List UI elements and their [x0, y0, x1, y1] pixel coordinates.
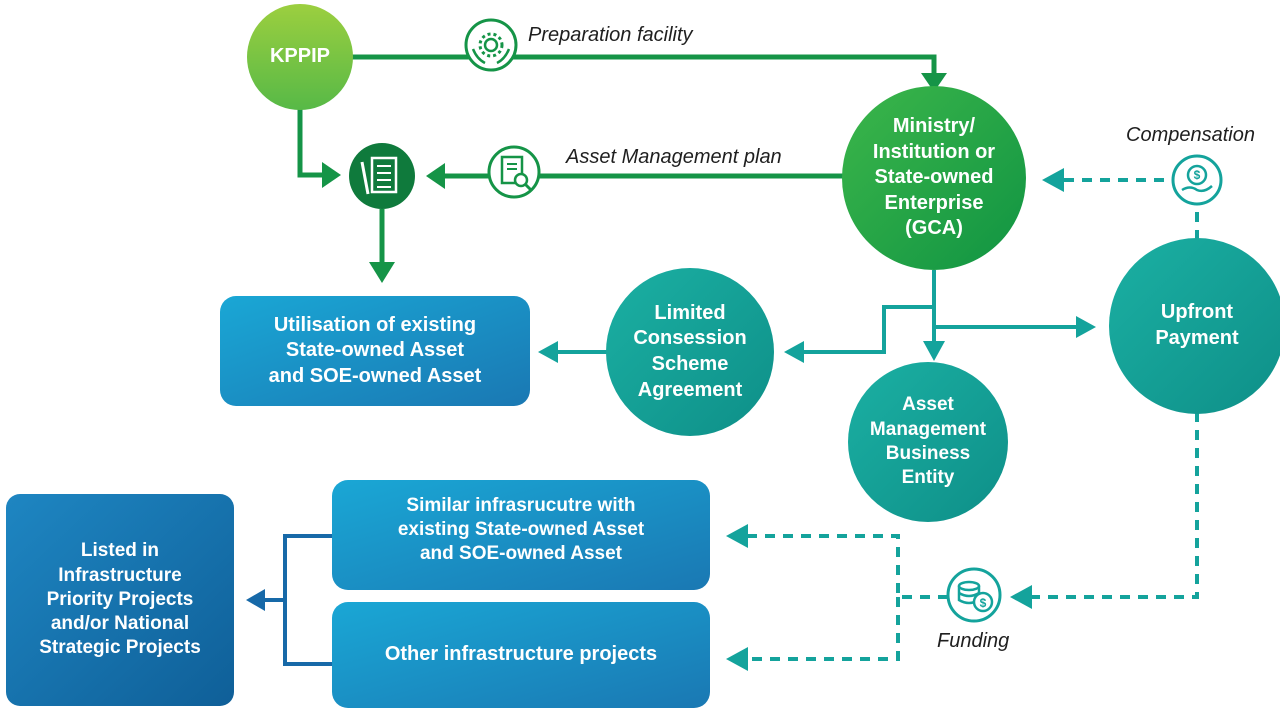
arrow-funding — [1010, 585, 1032, 609]
ambe-circle — [848, 362, 1008, 522]
lcs-circle — [606, 268, 774, 436]
edge-funding-projects — [745, 534, 948, 661]
similar-box — [332, 480, 710, 590]
other-node: Other infrastructure projects — [384, 643, 658, 666]
arrow-to-other — [726, 647, 748, 671]
arrow-compensation — [1042, 168, 1064, 192]
preparation-label: Preparation facility — [528, 24, 693, 46]
checklist-pencil-icon — [349, 143, 415, 209]
hands-gear-icon — [464, 18, 518, 72]
lcs-node: Limited Consession Scheme Agreement — [633, 301, 747, 401]
ambe-node: Asset Management Business Entity — [869, 394, 987, 489]
funding-label: Funding — [937, 630, 1010, 652]
upfront-circle — [1109, 238, 1280, 414]
kppip-node: KPPIP — [269, 45, 331, 68]
utilisation-box — [220, 296, 530, 406]
arrow-to-listed — [246, 589, 265, 611]
svg-text:$: $ — [980, 596, 987, 610]
asset-plan-label: Asset Management plan — [566, 146, 782, 168]
gca-node: Ministry/ Institution or State-owned Ent… — [872, 115, 996, 240]
other-box — [332, 602, 710, 708]
hand-dollar-icon: $ — [1171, 154, 1223, 206]
utilisation-node: Utilisation of existing State-owned Asse… — [268, 313, 482, 387]
edge-gca-branches — [784, 270, 1096, 363]
upfront-node: Upfront Payment — [1155, 301, 1239, 349]
arrow-to-similar — [726, 524, 748, 548]
edge-compensation — [1064, 178, 1199, 240]
svg-text:$: $ — [1194, 168, 1201, 182]
document-magnifier-icon — [487, 145, 541, 199]
similar-node: Similar infrasrucutre with existing Stat… — [397, 494, 645, 565]
edge-kppip-checklist — [297, 95, 341, 188]
listed-box — [6, 494, 234, 706]
gca-circle — [842, 86, 1026, 270]
edge-projects-listed — [262, 534, 332, 666]
edge-lcs-utilisation — [538, 341, 614, 363]
kppip-circle — [247, 4, 353, 110]
listed-node: Listed in Infrastructure Priority Projec… — [39, 540, 201, 659]
edge-checklist-utilisation — [369, 209, 395, 283]
edge-preparation — [350, 54, 947, 92]
compensation-label: Compensation — [1126, 124, 1255, 146]
edge-funding — [1030, 412, 1199, 599]
coins-dollar-icon: $ — [946, 567, 1002, 623]
